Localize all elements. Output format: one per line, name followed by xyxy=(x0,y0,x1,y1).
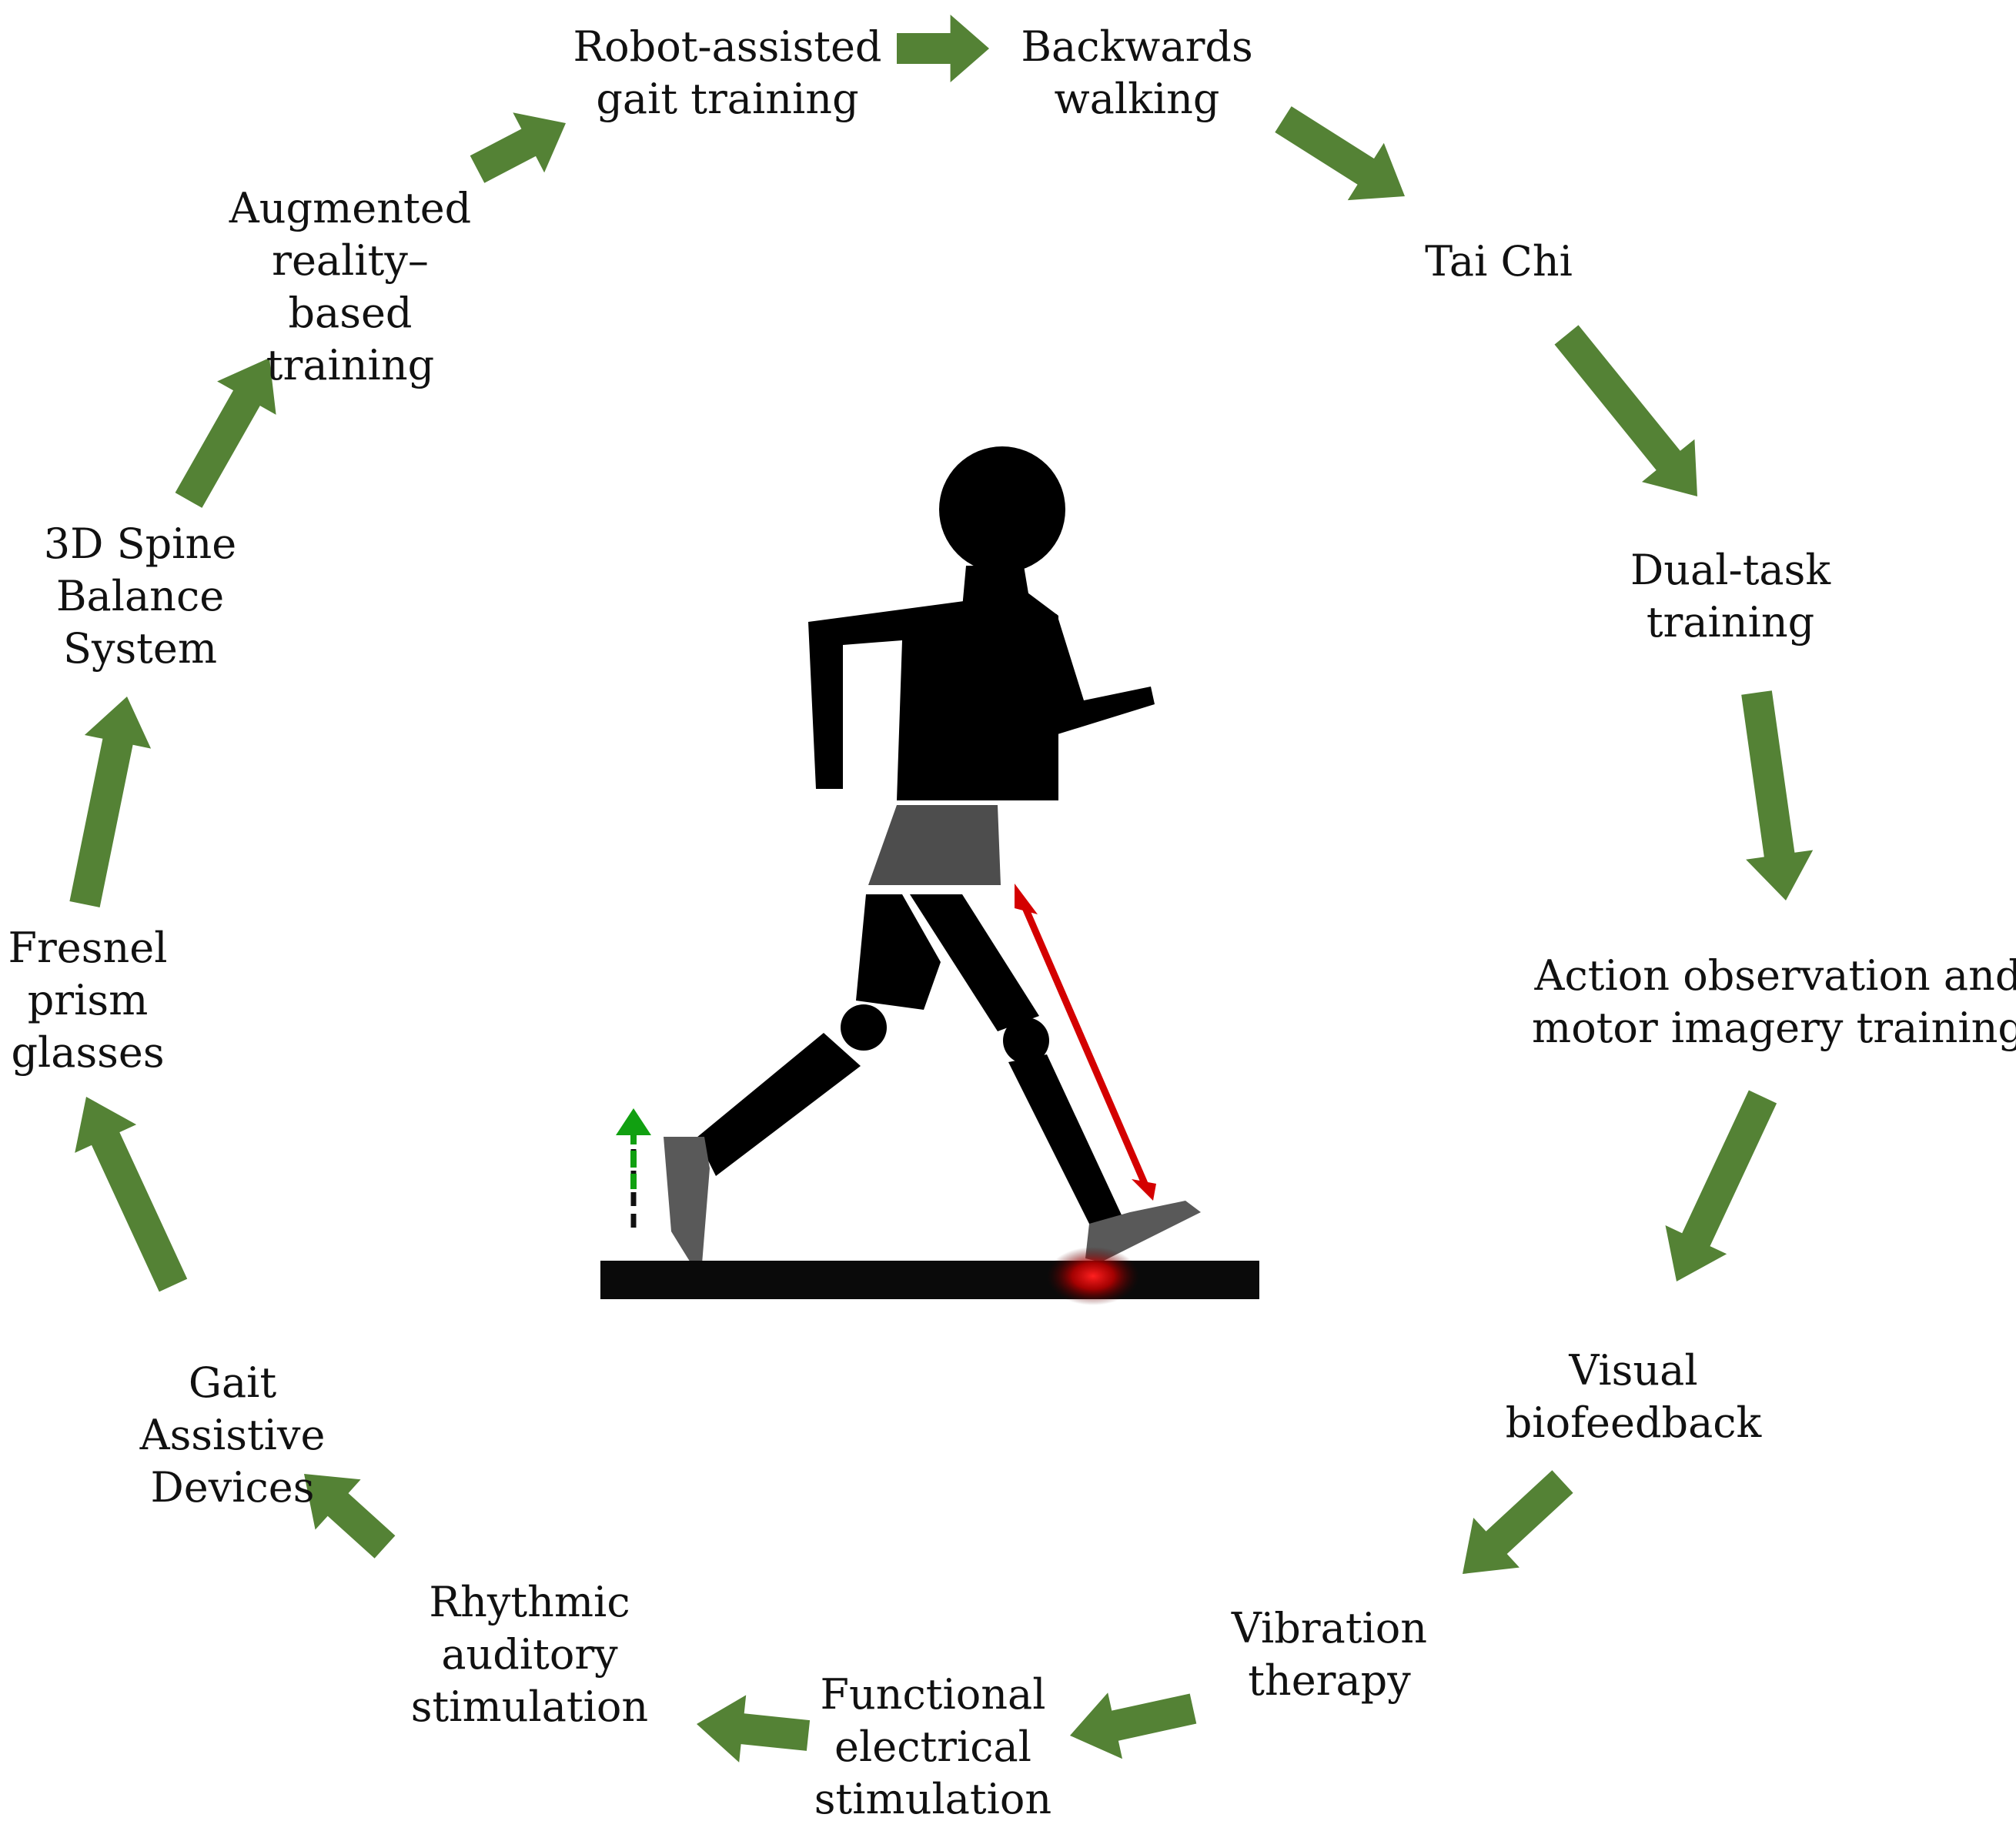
intervention-label-line: stimulation xyxy=(814,1775,1052,1823)
intervention-label-line: motor imagery training xyxy=(1532,1004,2016,1052)
foot-lift-arrow xyxy=(616,1108,651,1231)
cycle-arrow xyxy=(470,112,566,183)
intervention-label-line: Tai Chi xyxy=(1425,237,1573,286)
intervention-label-line: Visual xyxy=(1569,1346,1698,1395)
intervention-label-line: Vibration xyxy=(1231,1604,1428,1652)
intervention-label-line: biofeedback xyxy=(1505,1398,1762,1447)
cycle-arrow xyxy=(69,697,152,907)
intervention-label-line: training xyxy=(1646,598,1815,647)
cycle-arrow xyxy=(1665,1090,1777,1281)
intervention-label-line: based xyxy=(288,289,413,337)
cycle-arrow xyxy=(897,15,989,82)
intervention-label-line: gait training xyxy=(596,75,859,123)
intervention-label-line: Action observation and xyxy=(1534,951,2016,1000)
intervention-label-line: prism xyxy=(27,976,149,1024)
stride-length-arrow xyxy=(1015,884,1156,1201)
intervention-label-line: Functional xyxy=(820,1670,1046,1719)
ground-bar xyxy=(600,1261,1259,1299)
heel-strike-glow xyxy=(1047,1247,1139,1305)
intervention-label-line: Gait xyxy=(188,1358,277,1407)
intervention-label-line: stimulation xyxy=(410,1682,649,1731)
cycle-arrow xyxy=(1741,690,1814,900)
intervention-label-line: walking xyxy=(1054,75,1220,123)
cycle-arrow xyxy=(1070,1692,1197,1759)
intervention-label-line: therapy xyxy=(1248,1656,1411,1705)
intervention-label-line: reality– xyxy=(272,236,429,285)
walking-person-icon xyxy=(664,446,1201,1264)
intervention-label-line: 3D Spine xyxy=(43,520,237,568)
intervention-label-line: Backwards xyxy=(1021,22,1253,71)
intervention-label-line: glasses xyxy=(11,1028,165,1077)
cycle-arrow xyxy=(304,1474,396,1559)
intervention-label-line: System xyxy=(62,624,218,673)
intervention-label-line: electrical xyxy=(834,1722,1031,1771)
intervention-label-line: Balance xyxy=(55,572,225,620)
intervention-label-line: Dual-task xyxy=(1630,546,1831,594)
intervention-label-line: Assistive xyxy=(139,1411,326,1459)
cycle-arrow xyxy=(175,358,276,508)
cycle-arrow xyxy=(1463,1470,1573,1574)
intervention-label-line: auditory xyxy=(441,1630,618,1679)
intervention-label-line: Augmented xyxy=(229,184,472,232)
intervention-label-line: Robot-assisted xyxy=(573,22,882,71)
intervention-label-line: Fresnel xyxy=(8,924,168,972)
intervention-label: Tai Chi xyxy=(1425,236,1573,288)
cycle-arrow xyxy=(697,1695,811,1763)
intervention-label-line: Devices xyxy=(150,1463,315,1512)
intervention-label-line: Rhythmic xyxy=(429,1578,630,1626)
intervention-label-line: training xyxy=(266,341,435,389)
cycle-arrow xyxy=(75,1097,188,1292)
cycle-arrow xyxy=(1554,325,1697,496)
cycle-arrow xyxy=(1275,106,1405,201)
